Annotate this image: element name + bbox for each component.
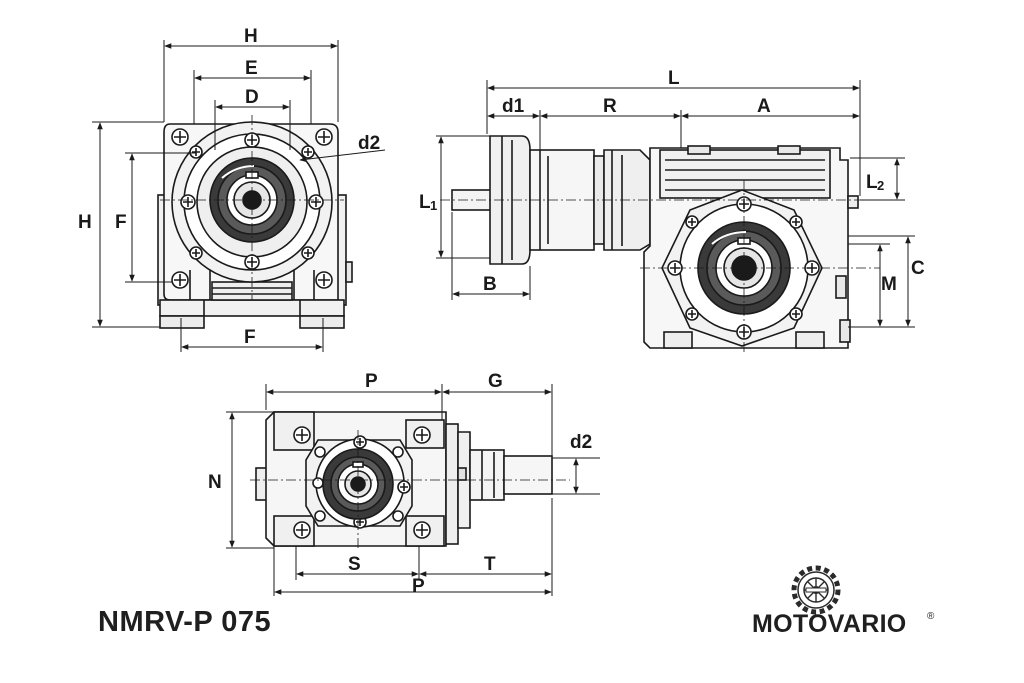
side-dimension-lines (436, 80, 915, 328)
dim-label-d: D (245, 87, 259, 108)
dim-label-g: G (488, 371, 503, 392)
dim-label-f-side: F (115, 212, 127, 233)
model-title: NMRV-P 075 (98, 606, 272, 638)
dim-label-h-side: H (78, 212, 92, 233)
dim-label-p-bottom: P (412, 576, 425, 597)
dim-label-r: R (603, 96, 617, 117)
dim-label-e: E (245, 58, 258, 79)
top-view (255, 411, 553, 547)
dim-label-l2: L (866, 172, 878, 193)
dim-label-c: C (911, 258, 925, 279)
dim-label-f-bottom: F (244, 327, 256, 348)
dim-label-p-top: P (365, 371, 378, 392)
dim-label-d2-top: d2 (570, 432, 592, 453)
top-centerlines (250, 430, 570, 550)
front-dimension-lines (92, 40, 386, 352)
gear-logo-icon (791, 565, 841, 615)
dim-label-a: A (757, 96, 771, 117)
dim-label-l1-sub: 1 (430, 198, 437, 213)
dim-label-d1: d1 (502, 96, 525, 117)
top-dimension-labels: P G d2 N S T P (208, 371, 592, 597)
side-centerlines (440, 180, 880, 355)
top-dimension-lines (226, 384, 600, 596)
dim-label-t: T (484, 554, 496, 575)
dim-label-n: N (208, 472, 222, 493)
side-dimension-labels: L d1 R A L 1 B L 2 C M (419, 68, 925, 295)
brand-name: MOTOVARIO (752, 610, 907, 638)
front-dimension-labels: H E D d2 H F F (78, 26, 380, 348)
front-centerlines (160, 115, 344, 300)
dim-label-b: B (483, 274, 497, 295)
dim-label-l1: L (419, 192, 431, 213)
dim-label-h-top: H (244, 26, 258, 47)
dim-label-l: L (668, 68, 680, 89)
dim-label-m: M (881, 274, 897, 295)
registered-mark: ® (927, 611, 935, 622)
dim-label-l2-sub: 2 (877, 178, 884, 193)
dim-label-d2-front: d2 (358, 133, 380, 154)
side-view (451, 135, 859, 349)
dim-label-s: S (348, 554, 361, 575)
